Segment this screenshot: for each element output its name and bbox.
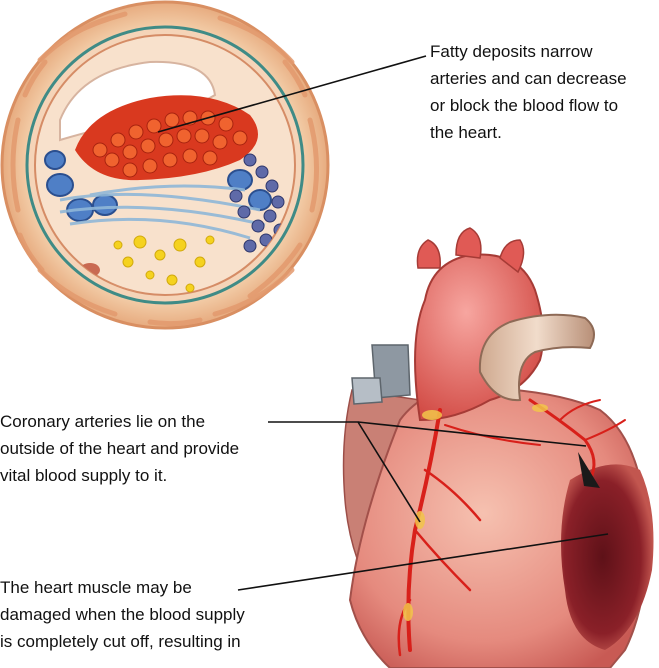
label-line: damaged when the blood supply: [0, 601, 245, 628]
aortic-branch-2: [456, 228, 481, 258]
label-line: vital blood supply to it.: [0, 462, 239, 489]
label-line: the heart.: [430, 119, 627, 146]
heart-illustration: [344, 228, 654, 668]
label-line: The heart muscle may be: [0, 574, 245, 601]
label-coronary-arteries: Coronary arteries lie on the outside of …: [0, 408, 239, 489]
label-fatty-deposits: Fatty deposits narrow arteries and can d…: [430, 38, 627, 146]
label-line: arteries and can decrease: [430, 65, 627, 92]
label-line: outside of the heart and provide: [0, 435, 239, 462]
artery-cross-section: [2, 2, 328, 328]
label-heart-muscle: The heart muscle may be damaged when the…: [0, 574, 245, 655]
damaged-muscle-area: [561, 464, 654, 650]
aortic-branch-1: [417, 240, 440, 268]
label-line: is completely cut off, resulting in: [0, 628, 245, 655]
label-line: or block the blood flow to: [430, 92, 627, 119]
label-line: Coronary arteries lie on the: [0, 408, 239, 435]
label-line: Fatty deposits narrow: [430, 38, 627, 65]
